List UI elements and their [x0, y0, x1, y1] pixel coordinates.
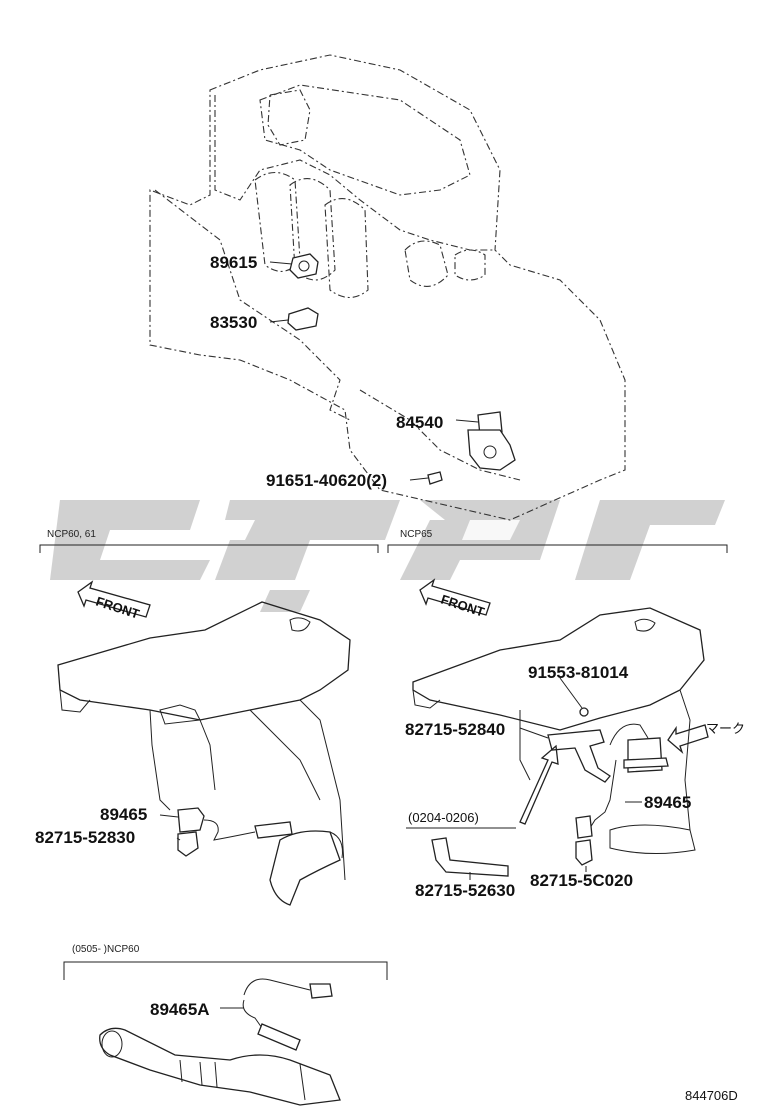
- engine-left: [57, 601, 351, 906]
- front-arrow-right: [419, 578, 491, 616]
- bracket-left: [39, 544, 379, 553]
- part-89465-right: [575, 723, 669, 866]
- label-mark: マーク: [706, 721, 745, 736]
- mark-arrow: [667, 724, 709, 755]
- front-label-left: FRONT: [94, 594, 141, 622]
- bracket-bottom: [63, 961, 388, 980]
- label-84540: 84540: [396, 413, 443, 432]
- header-0505-ncp60: (0505- )NCP60: [72, 944, 140, 955]
- part-82715-52630-bracket: [431, 837, 509, 877]
- part-84540-switch: [467, 411, 516, 471]
- part-91651-bolt: [427, 471, 443, 485]
- label-89615: 89615: [210, 253, 257, 272]
- bracket-right: [387, 544, 728, 553]
- part-89465a-sensor: [242, 978, 333, 1051]
- engine-right: [412, 607, 705, 855]
- label-89465-left: 89465: [100, 805, 147, 824]
- engine-block-top: [149, 54, 626, 521]
- watermark-logo: [50, 500, 725, 612]
- label-91553-81014: 91553-81014: [528, 663, 629, 682]
- label-82715-5c020: 82715-5C020: [530, 871, 633, 890]
- part-82715-52840-bracket: [547, 707, 611, 783]
- header-ncp60-61: NCP60, 61: [47, 529, 96, 540]
- front-arrow-left: [77, 580, 151, 618]
- label-82715-52830: 82715-52830: [35, 828, 135, 847]
- header-ncp65: NCP65: [400, 529, 433, 540]
- label-89465-right: 89465: [644, 793, 691, 812]
- label-0204-0206: (0204-0206): [408, 810, 479, 825]
- inset-arrow: [519, 744, 559, 825]
- label-82715-52630: 82715-52630: [415, 881, 515, 900]
- label-89465a: 89465A: [150, 1000, 210, 1019]
- label-83530: 83530: [210, 313, 257, 332]
- label-91651-40620: 91651-40620(2): [266, 471, 387, 490]
- part-83530-switch: [287, 307, 319, 331]
- label-82715-52840: 82715-52840: [405, 720, 505, 739]
- exhaust-pipe-bottom: [99, 1027, 341, 1106]
- diagram-code: 844706D: [685, 1088, 738, 1103]
- part-89615-sensor: [289, 253, 319, 279]
- part-89465-left: [177, 807, 293, 857]
- front-label-right: FRONT: [439, 592, 486, 620]
